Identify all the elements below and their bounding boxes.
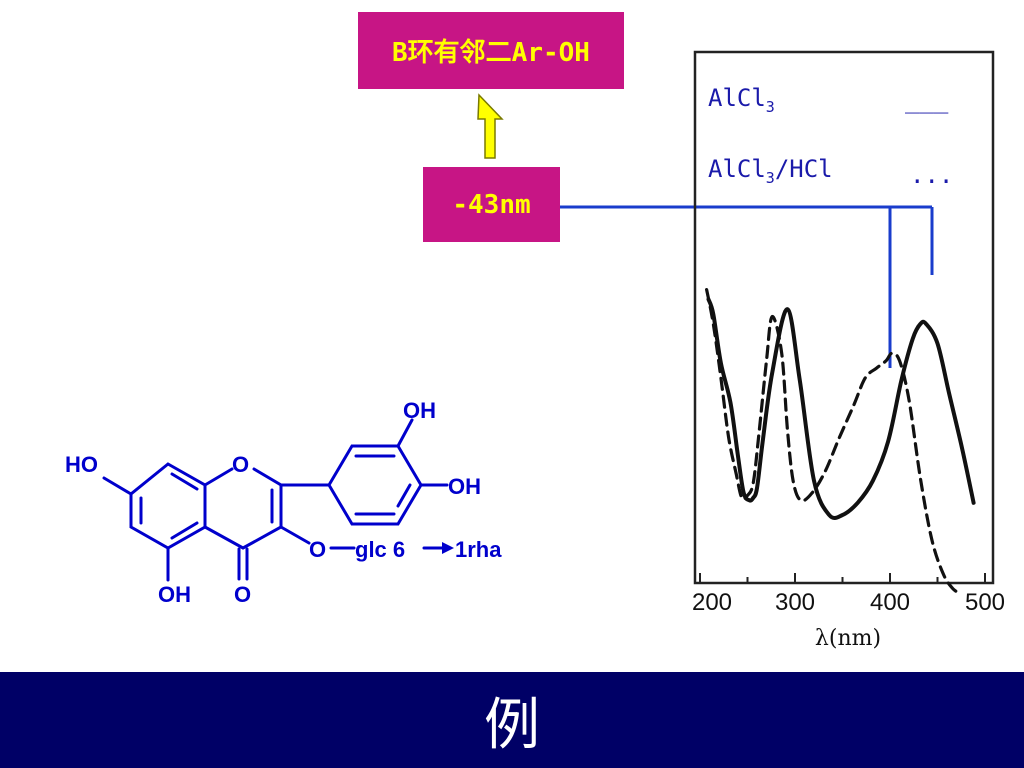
series-alcl3-curve bbox=[706, 297, 976, 521]
x-tick-label-200: 200 bbox=[692, 589, 732, 616]
label-oh-top: OH bbox=[403, 398, 436, 423]
legend-sample-dotted: ... bbox=[910, 161, 953, 189]
result-box-top: B环有邻二Ar-OH bbox=[358, 12, 624, 89]
x-axis-tick-labels: 200 300 400 500 bbox=[692, 589, 1005, 616]
up-arrow-icon bbox=[477, 93, 504, 159]
chart-curves bbox=[705, 288, 976, 595]
shift-box-text: -43nm bbox=[452, 189, 531, 220]
footer-title: 例 bbox=[484, 692, 540, 758]
o-substituent-bond bbox=[279, 525, 311, 545]
legend-entry-alcl3: AlCl3 bbox=[708, 84, 775, 116]
chart-legend: AlCl3 ___ AlCl3/HCl ... bbox=[708, 84, 953, 189]
link-lines bbox=[560, 205, 934, 368]
shift-box: -43nm bbox=[423, 167, 560, 242]
chart-frame bbox=[693, 50, 995, 585]
label-carbonyl-o: O bbox=[234, 582, 251, 607]
ring-b bbox=[327, 444, 423, 526]
label-oh-right: OH bbox=[448, 474, 481, 499]
label-oh-bottom: OH bbox=[158, 582, 191, 607]
result-box-top-text: B环有邻二Ar-OH bbox=[392, 38, 590, 68]
glycoside-arrow-icon bbox=[442, 542, 454, 554]
label-substituent-o: O bbox=[309, 537, 326, 562]
ho-left-bond bbox=[102, 476, 133, 496]
x-tick-label-300: 300 bbox=[775, 589, 815, 616]
ring-a-double-2 bbox=[170, 472, 199, 491]
flavonoid-structure bbox=[102, 418, 449, 582]
series-alcl3-hcl-curve bbox=[705, 288, 962, 595]
legend-entry-alcl3-hcl: AlCl3/HCl bbox=[708, 155, 833, 187]
molecule-labels: HO O OH OH O glc 6 1rha OH O bbox=[65, 398, 502, 607]
ring-a-double-3 bbox=[170, 521, 199, 540]
ring-c bbox=[203, 467, 234, 487]
label-rha: 1rha bbox=[455, 537, 502, 562]
ring-c-2 bbox=[203, 467, 283, 550]
oh-top-bond bbox=[396, 418, 414, 448]
footer-bar: 例 bbox=[0, 672, 1024, 768]
x-tick-label-400: 400 bbox=[870, 589, 910, 616]
label-ring-o: O bbox=[232, 452, 249, 477]
legend-sample-solid: ___ bbox=[905, 86, 949, 114]
label-glc: glc 6 bbox=[355, 537, 405, 562]
label-ho-left: HO bbox=[65, 452, 98, 477]
x-axis-ticks bbox=[699, 573, 986, 583]
x-tick-label-500: 500 bbox=[965, 589, 1005, 616]
ring-b-double-3 bbox=[396, 483, 412, 508]
x-axis-label: λ(nm) bbox=[815, 626, 881, 651]
